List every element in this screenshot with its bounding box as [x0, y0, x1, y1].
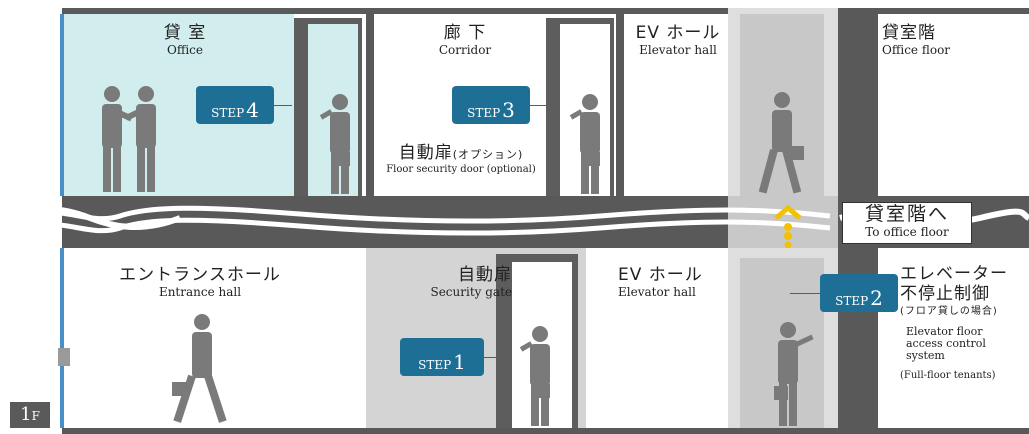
step-1-num: 1 [453, 350, 466, 374]
door-note-jp: 自動扉 [398, 143, 453, 163]
label-corridor-jp: 廊 下 [443, 23, 487, 43]
label-security-gate-jp: 自動扉 [458, 265, 512, 285]
label-ev-hall-ground: EV ホール Elevator hall [618, 265, 728, 299]
label-corridor-en: Corridor [438, 42, 492, 57]
person-corridor-door [569, 94, 600, 194]
label-office-floor-en: Office floor [882, 42, 951, 57]
label-entrance-hall-en: Entrance hall [158, 284, 242, 299]
step-3-num: 3 [502, 98, 515, 122]
step-4-pointer [274, 105, 292, 106]
label-ev-hall-ground-en: Elevator hall [618, 284, 696, 299]
floor-badge: 1F [10, 402, 50, 428]
step-3-pointer [530, 105, 548, 106]
wall-upper-1 [366, 14, 374, 196]
upper-ceiling [62, 8, 1029, 14]
up-arrow-icon [774, 204, 802, 248]
step-3-prefix: STEP [467, 106, 501, 120]
label-office-en: Office [166, 42, 204, 57]
label-office: 貸 室 Office [130, 23, 240, 57]
elevator-control-jp-note: (フロア貸しの場合) [900, 306, 998, 317]
transition-label: 貸室階へ To office floor [842, 202, 972, 244]
entrance-wall-accent [60, 248, 64, 428]
label-entrance-hall-jp: エントランスホール [119, 265, 281, 285]
label-ev-hall-upper-jp: EV ホール [635, 23, 721, 43]
label-elevator-control: エレベーター 不停止制御 (フロア貸しの場合) Elevator floor a… [900, 264, 1026, 382]
label-ev-hall-upper-en: Elevator hall [639, 42, 717, 57]
label-ev-hall-ground-jp: EV ホール [618, 265, 703, 285]
transition-label-en: To office floor [865, 225, 949, 239]
step-2-pointer [790, 293, 820, 294]
label-office-floor: 貸室階 Office floor [882, 23, 992, 57]
elevator-control-en1: Elevator floor [906, 325, 983, 338]
person-security-gate [519, 326, 550, 426]
label-floor-security-door: 自動扉(オプション) Floor security door (optional… [378, 143, 544, 175]
label-security-gate-en: Security gate [430, 284, 512, 299]
person-handshake-right [126, 86, 156, 192]
elevator-shaft-wall-upper [838, 8, 878, 196]
elevator-control-en2: access control [906, 337, 986, 350]
transition-label-jp: 貸室階へ [864, 203, 949, 225]
elevator-control-en3: system [906, 349, 945, 362]
door-note-en: Floor security door (optional) [386, 163, 536, 175]
step-4-prefix: STEP [211, 106, 245, 120]
step-1-pointer [484, 357, 502, 358]
person-handshake-left [102, 86, 132, 192]
break-wave [29, 205, 831, 236]
entrance-door-handle [58, 348, 70, 366]
label-corridor: 廊 下 Corridor [400, 23, 530, 57]
door-note-jp-small: (オプション) [452, 148, 524, 161]
elevator-control-en-note: (Full-floor tenants) [900, 370, 996, 381]
label-ev-hall-upper: EV ホール Elevator hall [626, 23, 730, 57]
floor-badge-num: 1 [20, 404, 32, 425]
step-2-num: 2 [870, 286, 883, 310]
step-1-prefix: STEP [418, 358, 452, 372]
step-4-num: 4 [246, 98, 259, 122]
ground-slab [62, 428, 1029, 434]
label-entrance-hall: エントランスホール Entrance hall [100, 265, 300, 299]
person-elevator-walking [758, 92, 804, 194]
step-2-prefix: STEP [835, 294, 869, 308]
person-office-door [319, 94, 350, 194]
wall-upper-2 [616, 14, 624, 196]
floor-badge-suffix: F [31, 409, 40, 423]
office-wall-accent [60, 14, 64, 196]
label-office-floor-jp: 貸室階 [882, 23, 936, 43]
person-elevator-panel [774, 322, 814, 426]
elevator-control-jp1: エレベーター [900, 264, 1008, 284]
person-entrance-walking [172, 314, 227, 423]
label-security-gate: 自動扉 Security gate [402, 265, 512, 299]
label-office-jp: 貸 室 [163, 23, 207, 43]
elevator-control-jp2: 不停止制御 [900, 284, 990, 304]
